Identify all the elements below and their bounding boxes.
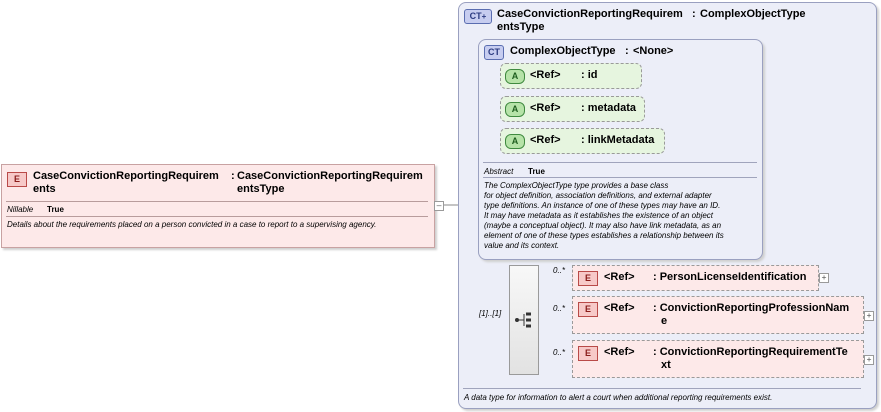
child-ref: <Ref> — [604, 302, 635, 314]
main-element-box[interactable]: E CaseConvictionReportingRequirem ents :… — [1, 164, 435, 248]
attribute-ref: <Ref> — [530, 102, 561, 114]
main-element-description: Details about the requirements placed on… — [7, 220, 377, 229]
complex-type-badge: CT+ — [464, 9, 492, 24]
base-type-divider-2 — [483, 177, 757, 178]
complex-type-separator: : — [692, 8, 696, 20]
attribute-badge: A — [505, 102, 525, 117]
child-name: : ConvictionReportingProfessionNam — [653, 302, 850, 314]
attribute-id[interactable]: A <Ref> : id — [500, 63, 642, 89]
child-ref: <Ref> — [604, 271, 635, 283]
main-element-divider-2 — [6, 216, 428, 217]
element-badge: E — [578, 302, 598, 317]
element-badge: E — [7, 172, 27, 187]
attribute-link-metadata[interactable]: A <Ref> : linkMetadata — [500, 128, 665, 154]
main-element-type: CaseConvictionReportingRequirem entsType — [237, 170, 423, 195]
complex-type-description: A data type for information to alert a c… — [464, 393, 773, 402]
child-ref: <Ref> — [604, 346, 635, 358]
child-cardinality: 0..* — [553, 266, 566, 275]
complex-type-divider — [463, 388, 861, 389]
collapse-toggle-icon[interactable]: – — [434, 201, 444, 211]
child-cardinality: 0..* — [553, 348, 566, 357]
abstract-label: Abstract — [484, 167, 514, 176]
expand-icon[interactable]: + — [819, 273, 829, 283]
base-type-name: ComplexObjectType — [510, 45, 616, 57]
attribute-ref: <Ref> — [530, 69, 561, 81]
main-element-separator: : — [231, 170, 235, 182]
child-name: : PersonLicenseIdentification — [653, 271, 807, 283]
sequence-icon — [515, 312, 531, 328]
sequence-compositor[interactable] — [509, 265, 539, 375]
nillable-label: Nillable — [7, 205, 34, 214]
base-type-separator: : — [625, 45, 629, 57]
main-element-name: CaseConvictionReportingRequirem ents — [33, 170, 219, 195]
base-type-badge: CT — [484, 45, 504, 60]
complex-type-base: ComplexObjectType — [700, 8, 806, 20]
expand-icon[interactable]: + — [864, 355, 874, 365]
sequence-multiplicity: [1]..[1] — [479, 309, 502, 318]
attribute-name: : linkMetadata — [581, 134, 655, 146]
child-person-license-identification[interactable]: E <Ref> : PersonLicenseIdentification — [572, 265, 819, 291]
element-badge: E — [578, 271, 598, 286]
attribute-badge: A — [505, 69, 525, 84]
abstract-value: True — [528, 167, 545, 176]
attribute-badge: A — [505, 134, 525, 149]
base-type-divider — [483, 162, 757, 163]
complex-type-name: CaseConvictionReportingRequirem — [497, 8, 683, 20]
element-badge: E — [578, 346, 598, 361]
attribute-name: : id — [581, 69, 598, 81]
child-conviction-reporting-profession-name[interactable]: E <Ref> : ConvictionReportingProfessionN… — [572, 296, 864, 334]
child-name-line2: e — [661, 315, 668, 327]
attribute-ref: <Ref> — [530, 134, 561, 146]
attribute-name: : metadata — [581, 102, 637, 114]
base-type-description: The ComplexObjectType type provides a ba… — [484, 181, 724, 250]
child-name: : ConvictionReportingRequirementTe — [653, 346, 848, 358]
attribute-metadata[interactable]: A <Ref> : metadata — [500, 96, 645, 122]
base-type-base: <None> — [633, 45, 674, 57]
expand-icon[interactable]: + — [864, 311, 874, 321]
child-cardinality: 0..* — [553, 304, 566, 313]
child-conviction-reporting-requirement-text[interactable]: E <Ref> : ConvictionReportingRequirement… — [572, 340, 864, 378]
child-name-line2: xt — [661, 359, 671, 371]
main-element-divider — [6, 201, 428, 202]
complex-type-name-line2: entsType — [497, 21, 545, 33]
nillable-value: True — [47, 205, 64, 214]
